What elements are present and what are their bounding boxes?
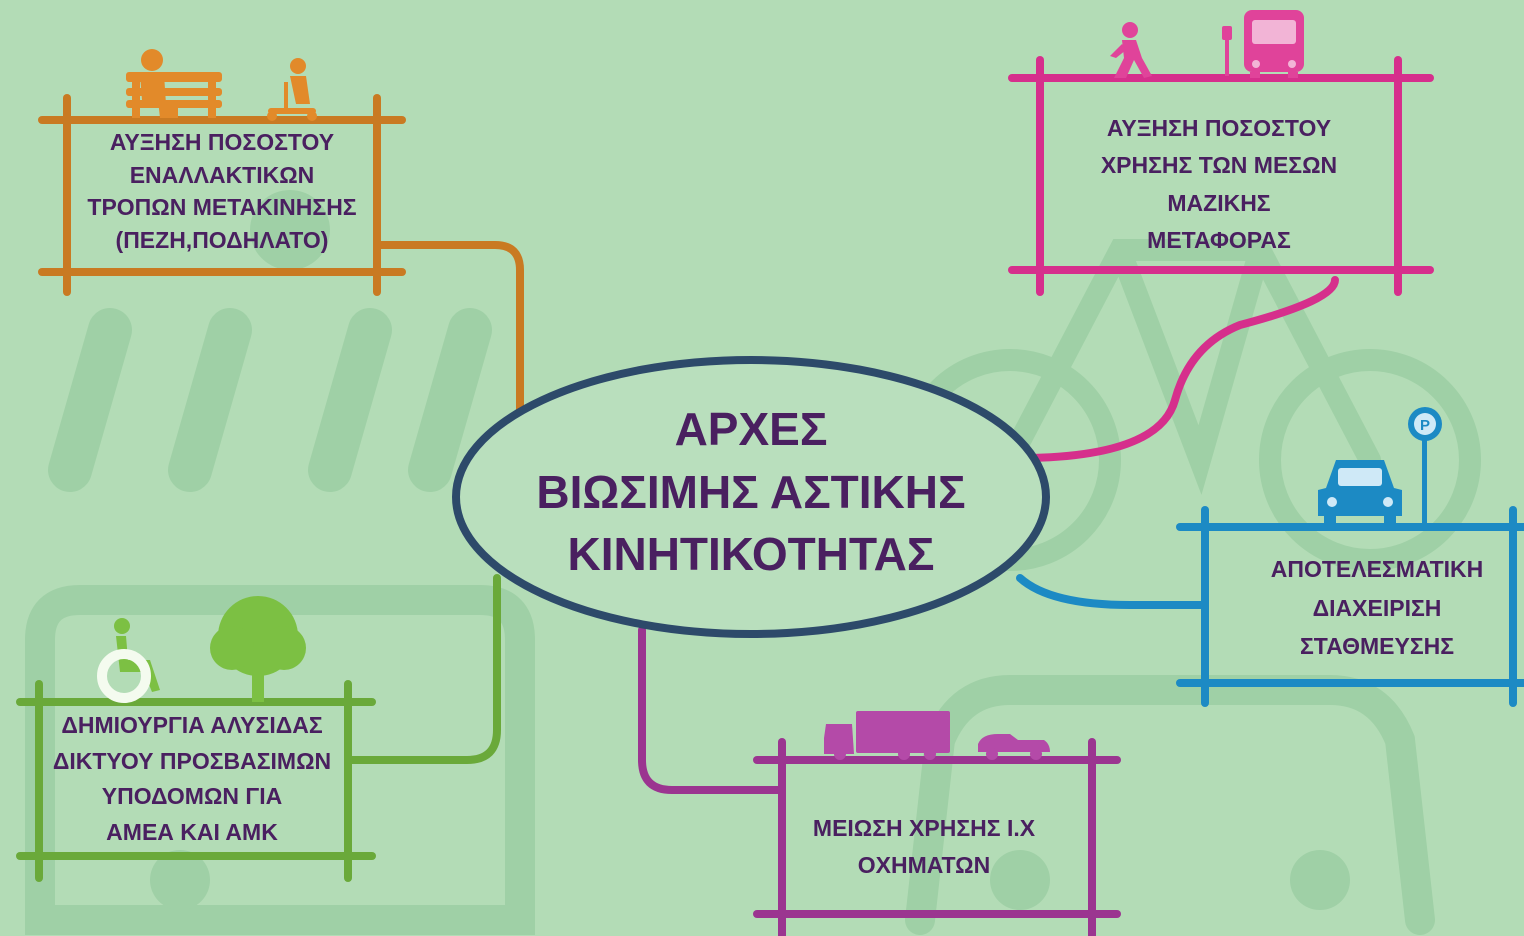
center-title-line-3: ΚΙΝΗΤΙΚΟΤΗΤΑΣ [567,528,935,581]
node-public-transport-label: ΑΥΞΗΣΗ ΠΟΣΟΣΤΟΥ ΧΡΗΣΗΣ ΤΩΝ ΜΕΣΩΝ ΜΑΖΙΚΗΣ… [1040,110,1398,259]
frame-accessibility [16,680,376,882]
scooter-person-icon [267,58,317,121]
watermark-car-icon [905,675,1435,935]
background-watermark [25,190,1482,935]
frame-public-transport [1008,56,1434,296]
connector-walk-bike [376,241,524,414]
parking-sign-label: P [1420,417,1430,434]
connector-reduce-cars [638,626,784,794]
center-ellipse [452,356,1050,638]
tree-icon [210,596,306,702]
frame-reduce-cars [753,738,1121,936]
watermark-bus-icon [25,585,535,935]
connector-parking [1016,574,1209,609]
node-accessibility-line-3: ΥΠΟΔΟΜΩΝ ΓΙΑ [101,783,283,810]
node-reduce-cars-line-2: ΟΧΗΜΑΤΩΝ [857,851,991,878]
node-walk-bike-line-3: ΤΡΟΠΩΝ ΜΕΤΑΚΙΝΗΣΗΣ [87,194,357,221]
node-walk-bike-line-1: ΑΥΞΗΣΗ ΠΟΣΟΣΤΟΥ [109,129,335,155]
node-accessibility-line-2: ΔΙΚΤΥΟΥ ΠΡΟΣΒΑΣΙΜΩΝ [52,747,332,774]
connector-public-transport [1028,276,1339,462]
node-reduce-cars-line-1: ΜΕΙΩΣΗ ΧΡΗΣΗΣ Ι.Χ [812,815,1036,841]
node-walk-bike-line-4: (ΠΕΖΗ,ΠΟΔΗΛΑΤΟ) [115,226,329,253]
watermark-bicycle-icon [899,239,1482,571]
frame-parking [1176,506,1524,707]
parking-sign-icon: P [1408,407,1442,528]
pedestrian-icon [1110,22,1152,78]
center-title: ΑΡΧΕΣ ΒΙΩΣΙΜΗΣ ΑΣΤΙΚΗΣ ΚΙΝΗΤΙΚΟΤΗΤΑΣ [471,398,1031,586]
bus-stop-icon [1222,26,1232,76]
watermark-head-icon [250,190,330,270]
node-public-transport-line-1: ΑΥΞΗΣΗ ΠΟΣΟΣΤΟΥ [1106,115,1332,141]
node-parking-line-3: ΣΤΑΘΜΕΥΣΗΣ [1299,633,1455,660]
node-reduce-cars-label: ΜΕΙΩΣΗ ΧΡΗΣΗΣ Ι.Χ ΟΧΗΜΑΤΩΝ [782,810,1066,884]
frame-walk-bike [38,94,406,296]
node-parking-line-1: ΑΠΟΤΕΛΕΣΜΑΤΙΚΗ [1270,556,1484,582]
wheelchair-icon [97,618,160,703]
node-public-transport-line-2: ΧΡΗΣΗΣ ΤΩΝ ΜΕΣΩΝ [1100,152,1338,179]
truck-icon [824,711,950,760]
node-parking-line-2: ΔΙΑΧΕΙΡΙΣΗ [1312,594,1442,621]
connector-accessibility [346,574,501,764]
node-parking-label: ΑΠΟΤΕΛΕΣΜΑΤΙΚΗ ΔΙΑΧΕΙΡΙΣΗ ΣΤΑΘΜΕΥΣΗΣ [1222,550,1524,666]
bench-icon [126,49,222,118]
center-title-line-2: ΒΙΩΣΙΜΗΣ ΑΣΤΙΚΗΣ [536,465,966,518]
node-accessibility-label: ΔΗΜΙΟΥΡΓΙΑ ΑΛΥΣΙΔΑΣ ΔΙΚΤΥΟΥ ΠΡΟΣΒΑΣΙΜΩΝ … [30,708,354,851]
watermark-pedestrian-icon [48,308,492,492]
node-public-transport-line-3: ΜΑΖΙΚΗΣ [1167,189,1271,216]
car-icon [1318,460,1402,526]
node-accessibility-line-4: ΑΜΕΑ ΚΑΙ ΑΜΚ [106,818,278,845]
node-walk-bike-label: ΑΥΞΗΣΗ ΠΟΣΟΣΤΟΥ ΕΝΑΛΛΑΚΤΙΚΩΝ ΤΡΟΠΩΝ ΜΕΤΑ… [67,126,377,257]
bus-icon [1244,10,1304,78]
node-accessibility-line-1: ΔΗΜΙΟΥΡΓΙΑ ΑΛΥΣΙΔΑΣ [61,712,323,738]
node-public-transport-line-4: ΜΕΤΑΦΟΡΑΣ [1147,226,1291,253]
convertible-car-icon [978,734,1050,760]
center-title-line-1: ΑΡΧΕΣ [674,403,828,455]
node-walk-bike-line-2: ΕΝΑΛΛΑΚΤΙΚΩΝ [129,161,315,188]
